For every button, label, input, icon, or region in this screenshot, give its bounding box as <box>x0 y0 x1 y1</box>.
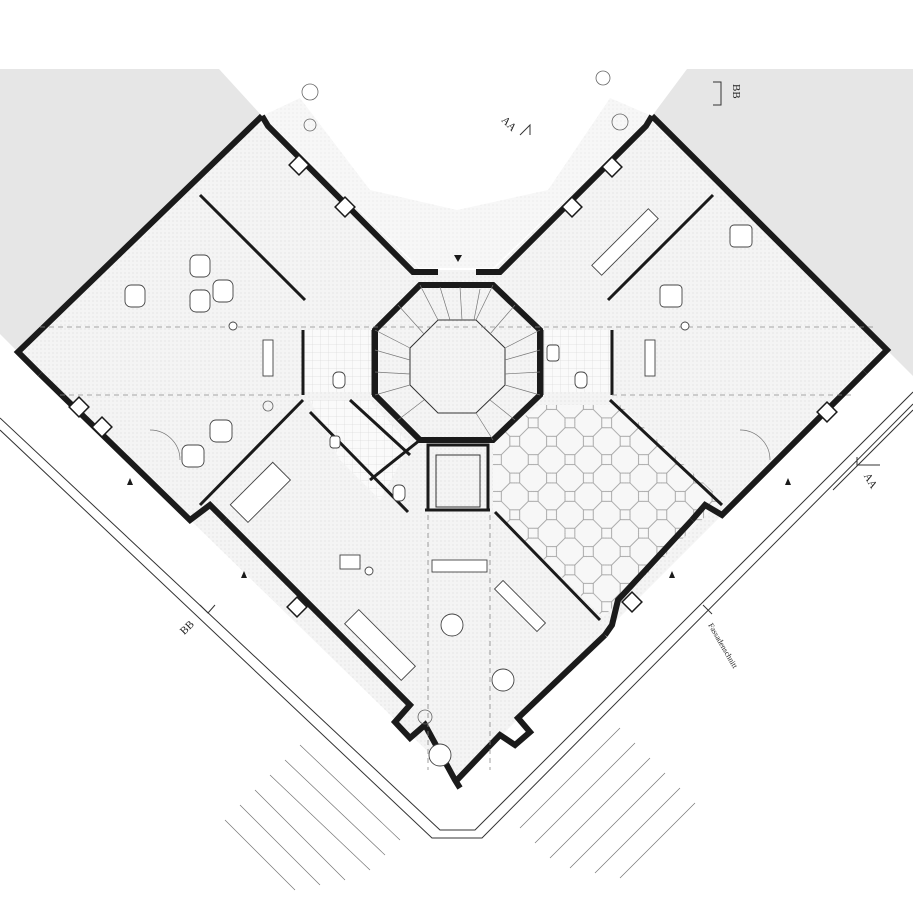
wing-walls <box>198 193 724 622</box>
tiled-room <box>493 405 722 617</box>
furniture-right-wing <box>591 208 771 461</box>
crosswalk-right <box>519 727 696 879</box>
sanitary-fixtures <box>329 344 588 502</box>
furniture-lower-center <box>428 559 547 767</box>
plant-icons <box>262 70 629 725</box>
facade-section-label: Fassadenschnitt <box>706 622 740 671</box>
stair-treads <box>374 284 541 441</box>
facade-piers <box>68 154 838 618</box>
neighbour-building-right <box>652 69 913 376</box>
section-label-bb-left: BB <box>178 618 197 637</box>
entrance-arrows <box>127 255 791 578</box>
section-label-bb-top: BB <box>730 84 742 99</box>
facade-section-marker: Fassadenschnitt <box>702 604 740 671</box>
furniture-left-wing <box>124 254 274 468</box>
section-marker-aa-top: AA <box>499 114 531 136</box>
crosswalk-left <box>224 744 401 891</box>
neighbour-building-left <box>0 69 262 352</box>
section-label-aa-right: AA <box>861 471 879 491</box>
section-label-aa-top: AA <box>499 114 519 134</box>
furniture-lower-left <box>229 461 416 681</box>
section-marker-bb-top: BB <box>713 81 742 106</box>
bathroom-center <box>310 400 410 500</box>
lift-cabin <box>435 454 481 508</box>
forecourt-paving <box>262 98 652 268</box>
building-floor <box>18 116 887 780</box>
axis-lines <box>40 326 875 770</box>
section-marker-bb-left: BB <box>178 604 216 637</box>
street-edges <box>0 391 913 839</box>
